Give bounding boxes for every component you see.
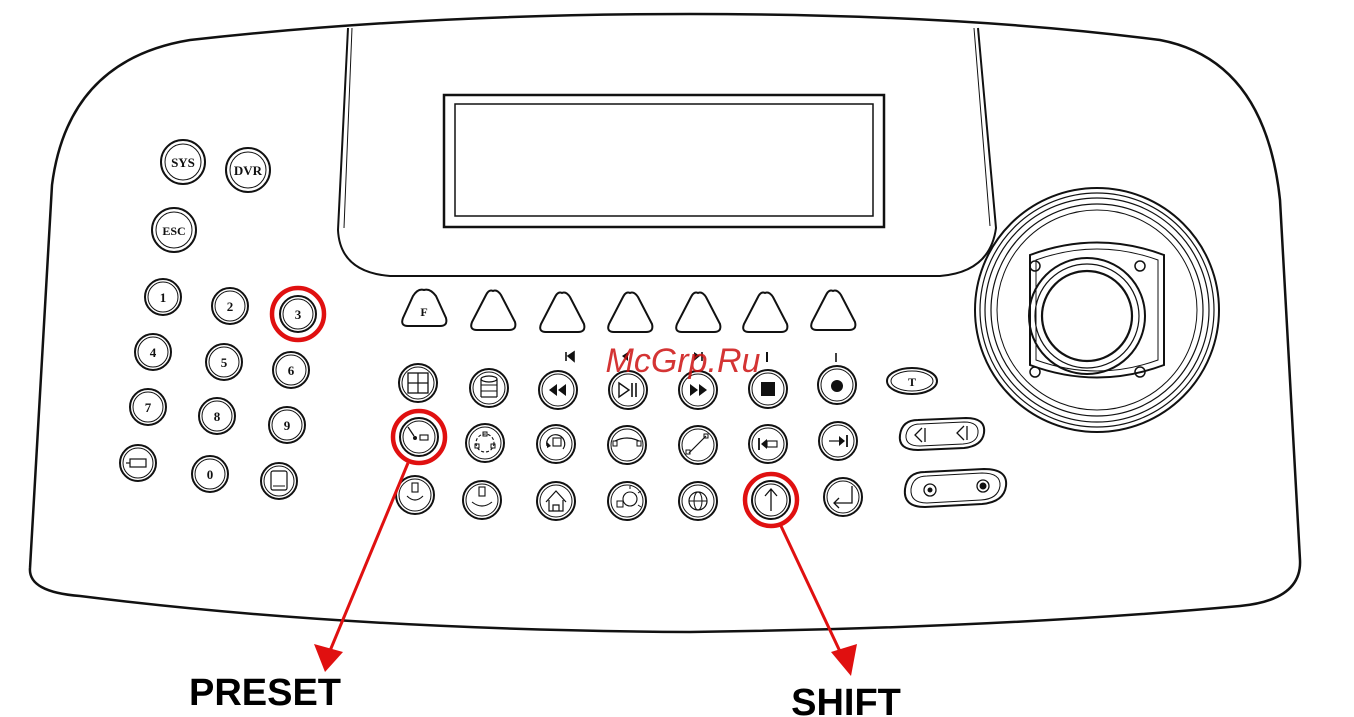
numpad: 1 2 3 4 5 6 7 8 9 0	[120, 279, 316, 499]
dvr-button[interactable]: DVR	[226, 148, 270, 192]
iris-open-icon	[977, 480, 989, 492]
next-camera-key[interactable]	[819, 422, 857, 460]
key-6[interactable]: 6	[273, 352, 309, 388]
swing-key[interactable]	[463, 481, 501, 519]
key-3[interactable]: 3	[280, 296, 316, 332]
key-0[interactable]: 0	[192, 456, 228, 492]
sys-label: SYS	[171, 155, 195, 170]
soft-key-5[interactable]	[743, 293, 787, 333]
key-5[interactable]: 5	[206, 344, 242, 380]
sequence-key[interactable]	[470, 369, 508, 407]
key-7-label: 7	[145, 400, 152, 415]
camera-rotate-icon	[547, 435, 565, 449]
shift-key[interactable]	[752, 481, 790, 519]
soft-key-1[interactable]	[471, 291, 515, 331]
rewind-icon	[549, 384, 566, 396]
backspace-key[interactable]	[120, 445, 156, 481]
key-1-label: 1	[160, 290, 167, 305]
key-4[interactable]: 4	[135, 334, 171, 370]
preset-icon	[408, 427, 428, 440]
soft-key-4[interactable]	[676, 293, 720, 333]
key-3-label: 3	[295, 307, 302, 322]
pan-line-icon	[686, 434, 708, 454]
preset-arrow	[327, 463, 408, 658]
soft-key-3[interactable]	[608, 293, 652, 333]
f-label: F	[420, 305, 427, 319]
soft-key-6[interactable]	[811, 291, 855, 331]
key-8-label: 8	[214, 409, 221, 424]
joystick-knob[interactable]	[1042, 271, 1132, 361]
key-4-label: 4	[150, 345, 157, 360]
pattern-key[interactable]	[466, 424, 504, 462]
arrow-left-bar-icon	[759, 438, 777, 450]
wiper-key[interactable]	[608, 482, 646, 520]
pattern-icon	[475, 432, 495, 452]
auto-pan-key[interactable]	[679, 426, 717, 464]
display-housing	[338, 28, 996, 276]
scan-key[interactable]	[608, 426, 646, 464]
esc-button[interactable]: ESC	[152, 208, 196, 252]
stop-icon	[761, 382, 775, 396]
dvr-label: DVR	[234, 163, 263, 178]
record-icon	[831, 380, 843, 392]
layers-icon	[481, 376, 497, 397]
shift-arrow	[781, 526, 844, 660]
t-key[interactable]: T	[887, 368, 937, 394]
control-keys-row-3	[396, 469, 1006, 520]
iris-close-icon	[924, 484, 936, 496]
joystick[interactable]	[975, 188, 1219, 432]
focus-key[interactable]	[900, 418, 984, 450]
enter-key[interactable]	[824, 478, 862, 516]
key-5-label: 5	[221, 355, 228, 370]
key-2[interactable]: 2	[212, 288, 248, 324]
scan-icon	[613, 438, 641, 446]
aux-key[interactable]	[679, 482, 717, 520]
key-1[interactable]: 1	[145, 279, 181, 315]
globe-icon	[689, 492, 707, 510]
multiscreen-key[interactable]	[399, 364, 437, 402]
play-pause-icon	[619, 383, 636, 397]
home-icon	[546, 491, 566, 511]
key-9-label: 9	[284, 418, 291, 433]
enter-icon	[834, 486, 852, 508]
rewind-key[interactable]	[539, 371, 577, 409]
lcd-screen	[444, 95, 884, 227]
grid-icon	[408, 373, 428, 393]
keyboard-body	[30, 14, 1300, 632]
fast-forward-icon	[690, 384, 707, 396]
focus-near-icon	[915, 428, 925, 442]
prev-camera-key[interactable]	[749, 425, 787, 463]
monitor-icon	[271, 471, 287, 490]
home-key[interactable]	[537, 482, 575, 520]
backspace-icon	[130, 459, 146, 467]
preset-callout-label: PRESET	[189, 672, 341, 714]
esc-label: ESC	[162, 224, 185, 238]
key-9[interactable]: 9	[269, 407, 305, 443]
iris-key[interactable]	[905, 469, 1006, 507]
control-keys-row-2	[400, 418, 984, 464]
highlights	[272, 288, 797, 526]
arrow-up-icon	[765, 489, 777, 511]
preset-key[interactable]	[400, 418, 438, 456]
key-0-label: 0	[207, 467, 214, 482]
camera-call-icon	[407, 483, 423, 500]
key-7[interactable]: 7	[130, 389, 166, 425]
key-6-label: 6	[288, 363, 295, 378]
f-key[interactable]: F	[402, 290, 446, 326]
watermark: McGrp.Ru	[606, 342, 761, 380]
record-key[interactable]	[818, 366, 856, 404]
focus-far-icon	[957, 426, 967, 440]
tour-key[interactable]	[537, 425, 575, 463]
t-label: T	[908, 375, 916, 389]
shift-callout-label: SHIFT	[791, 682, 901, 717]
sys-button[interactable]: SYS	[161, 140, 205, 184]
monitor-key[interactable]	[261, 463, 297, 499]
arrow-right-bar-icon	[829, 435, 847, 447]
key-8[interactable]: 8	[199, 398, 235, 434]
soft-key-2[interactable]	[540, 293, 584, 333]
key-2-label: 2	[227, 299, 234, 314]
function-keys: F	[402, 290, 855, 332]
swing-icon	[472, 487, 492, 506]
